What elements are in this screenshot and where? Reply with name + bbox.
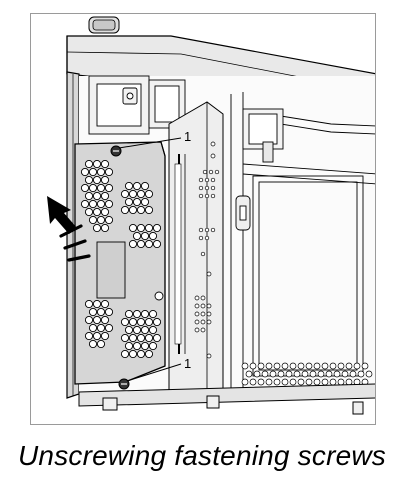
fastening-screw-top [110,145,122,157]
illustration-frame: 1 1 [30,13,376,425]
upper-bracket [88,75,186,135]
figure-caption: Unscrewing fastening screws [18,440,386,471]
chassis-illustration: 1 1 [47,16,375,415]
center-bracket [168,101,224,400]
bottom-vent-holes [241,362,373,386]
callout-leader-bottom [126,363,182,382]
removal-arrow-icon [47,196,77,234]
internal-frame [230,92,375,394]
fastening-screw-bottom [118,378,130,390]
bottom-rail [78,383,375,415]
callout-label-top: 1 [184,129,191,144]
bracket-vent-holes [194,141,220,359]
callout-leader-top [118,137,182,149]
top-knob [88,16,120,34]
motion-lines [59,224,91,262]
callout-label-bottom: 1 [184,356,191,371]
